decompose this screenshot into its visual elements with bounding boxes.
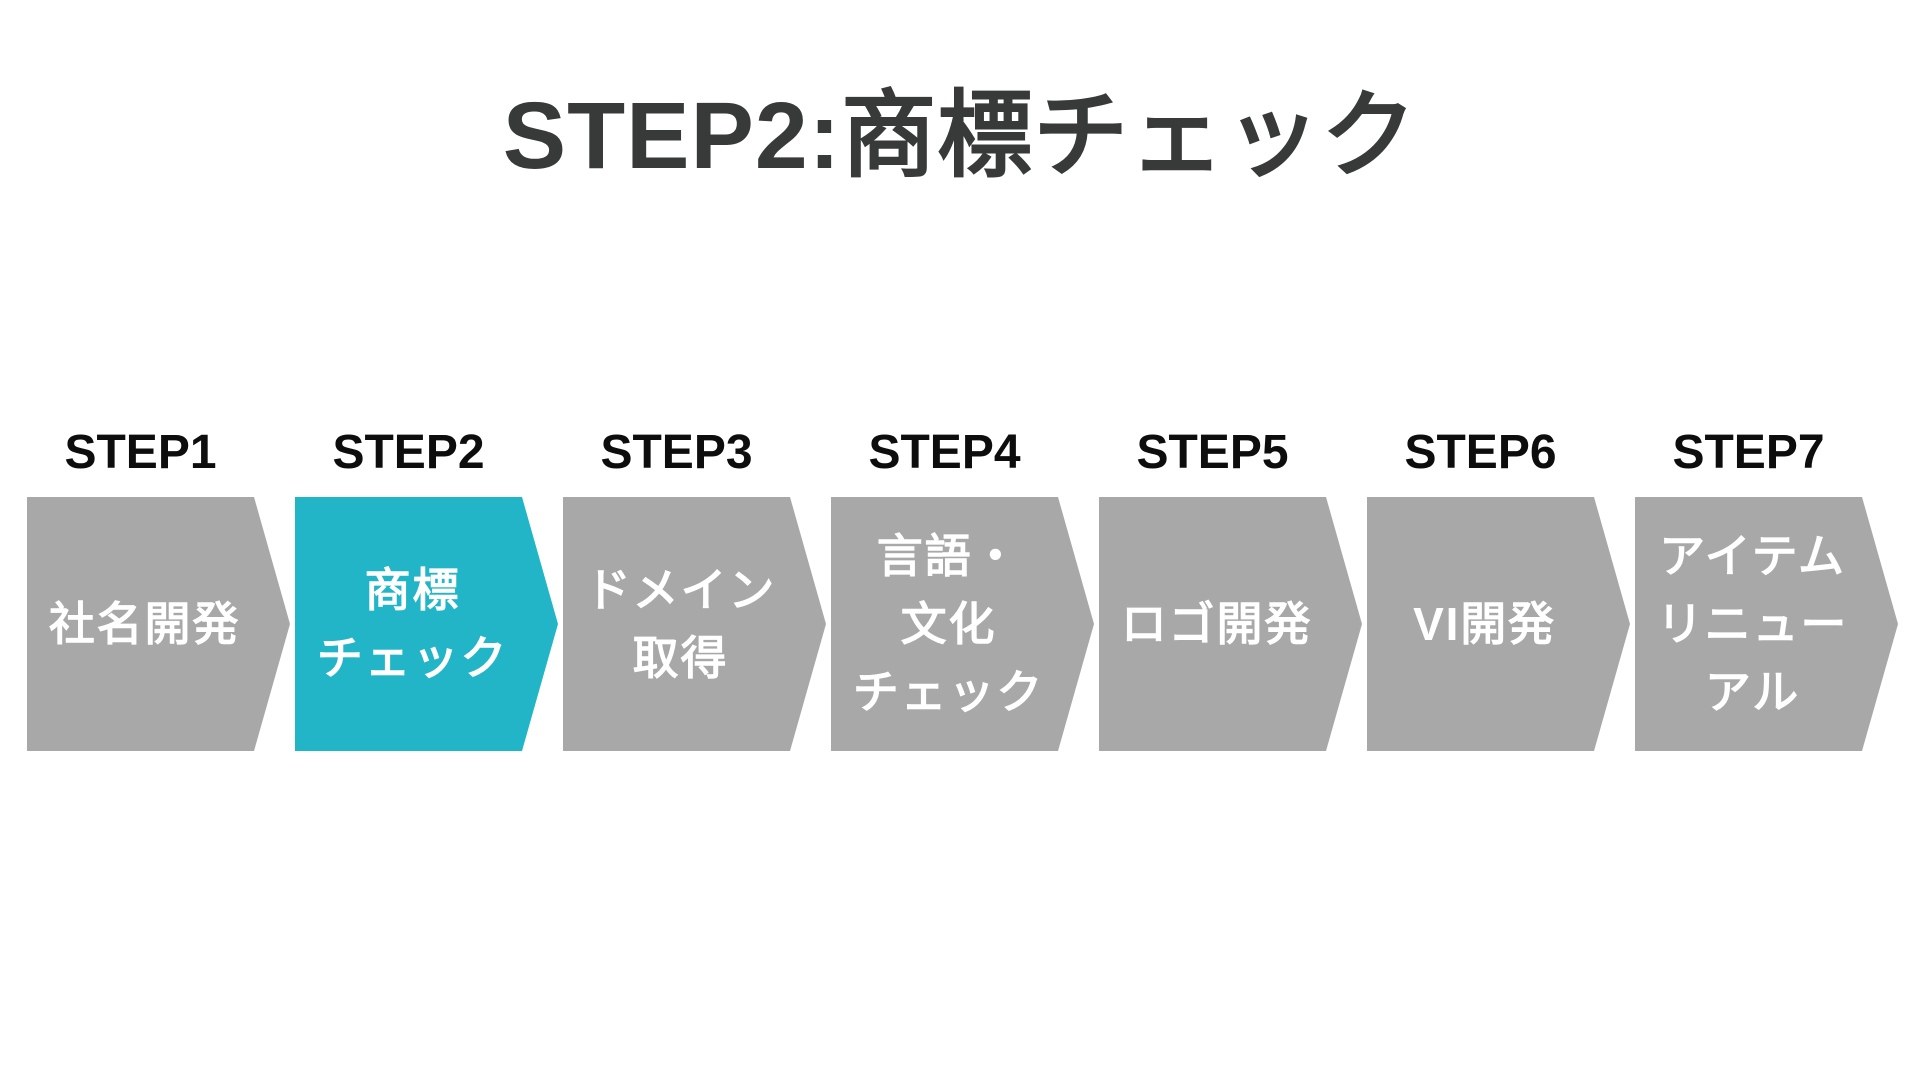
step-text-line: ドメイン	[584, 564, 777, 616]
process-step: STEP5 ロゴ開発	[1099, 429, 1367, 751]
step-text-line: アル	[1704, 666, 1801, 718]
step-text-line: チェック	[316, 632, 509, 684]
step-arrow-shape: 言語・文化チェック	[831, 497, 1094, 751]
step-arrow-shape: 商標チェック	[295, 497, 558, 751]
step-text: VI開発	[1367, 590, 1630, 658]
step-text: ドメイン取得	[563, 556, 826, 692]
step-label: STEP6	[1404, 426, 1557, 479]
step-text-line: VI開発	[1413, 598, 1556, 650]
step-text-line: 文化	[900, 598, 997, 650]
process-step: STEP7 アイテムリニューアル	[1635, 429, 1903, 751]
step-text: アイテムリニューアル	[1635, 522, 1898, 726]
step-label: STEP1	[64, 426, 217, 479]
process-flow: STEP1 社名開発 STEP2 商標チェック STEP3 ドメイン取得 STE…	[27, 429, 1903, 751]
step-arrow-shape: 社名開発	[27, 497, 290, 751]
step-label: STEP4	[868, 426, 1021, 479]
process-step: STEP6 VI開発	[1367, 429, 1635, 751]
step-label: STEP2	[332, 426, 485, 479]
step-text-line: 社名開発	[48, 598, 241, 650]
step-text-line: 言語・	[876, 530, 1021, 582]
step-text: 社名開発	[27, 590, 290, 658]
step-text-line: チェック	[852, 666, 1045, 718]
process-step: STEP1 社名開発	[27, 429, 295, 751]
page-title: STEP2:商標チェック	[502, 83, 1418, 189]
step-text: ロゴ開発	[1099, 590, 1362, 658]
step-text: 商標チェック	[295, 556, 558, 692]
step-label: STEP3	[600, 426, 753, 479]
step-text-line: 取得	[632, 632, 729, 684]
step-label: STEP7	[1672, 426, 1825, 479]
step-text-line: 商標	[364, 564, 461, 616]
step-arrow-shape: VI開発	[1367, 497, 1630, 751]
process-step: STEP3 ドメイン取得	[563, 429, 831, 751]
step-arrow-shape: アイテムリニューアル	[1635, 497, 1898, 751]
step-text-line: アイテム	[1659, 530, 1846, 582]
step-arrow-shape: ロゴ開発	[1099, 497, 1362, 751]
process-step: STEP2 商標チェック	[295, 429, 563, 751]
process-step: STEP4 言語・文化チェック	[831, 429, 1099, 751]
step-arrow-shape: ドメイン取得	[563, 497, 826, 751]
step-text: 言語・文化チェック	[831, 522, 1094, 726]
step-label: STEP5	[1136, 426, 1289, 479]
step-text-line: ロゴ開発	[1120, 598, 1313, 650]
step-text-line: リニュー	[1656, 598, 1849, 650]
